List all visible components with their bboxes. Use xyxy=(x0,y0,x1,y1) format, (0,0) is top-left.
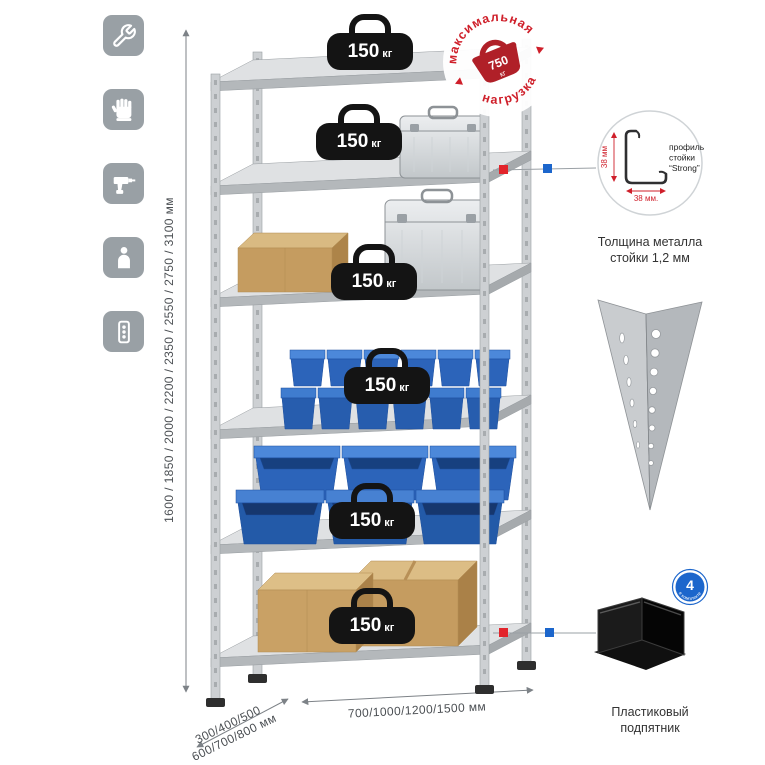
sidebar-icon-gloves xyxy=(103,89,144,130)
stamp-weight-handle xyxy=(479,39,507,56)
red-marker xyxy=(499,165,508,174)
sidebar-icon-person xyxy=(103,237,144,278)
load-value: 150 xyxy=(347,41,380,62)
aluminum-case xyxy=(399,105,487,179)
profile-caption: Толщина металла стойки 1,2 мм xyxy=(597,235,703,266)
stamp-unit: кг xyxy=(498,68,507,79)
weight-handle xyxy=(349,14,391,36)
blue-marker xyxy=(543,164,552,173)
callout-connectors xyxy=(492,164,597,637)
foot-caption: Пластиковый подпятник xyxy=(611,705,689,736)
profile-dim-vertical: 38 мм xyxy=(600,146,609,168)
height-dimension-label: 1600 / 1850 / 2000 / 2200 / 2350 / 2550 … xyxy=(162,197,176,523)
weight-handle xyxy=(338,104,380,126)
weight-handle xyxy=(351,588,393,610)
load-value: 150 xyxy=(349,510,382,531)
load-value: 150 xyxy=(351,271,384,292)
stamp-weight-body xyxy=(472,42,521,83)
feature-icon-column xyxy=(103,15,144,352)
perforated-corner-post xyxy=(597,299,703,511)
load-value: 150 xyxy=(349,615,382,636)
weight-handle xyxy=(351,483,393,505)
load-value: 150 xyxy=(364,375,397,396)
profile-label-2: стойки xyxy=(669,153,695,163)
load-value: 150 xyxy=(336,131,369,152)
plastic-foot xyxy=(475,685,494,694)
load-unit: кг xyxy=(382,48,393,60)
blue-marker xyxy=(545,628,554,637)
hardware-icon xyxy=(117,320,130,343)
work-glove-icon xyxy=(111,98,131,121)
load-unit: кг xyxy=(384,517,395,529)
profile-label-3: “Strong” xyxy=(669,163,700,173)
profile-detail-circle: 38 мм 38 мм. профиль стойки “Strong” xyxy=(597,110,705,216)
plastic-foot xyxy=(206,698,225,707)
wrench-icon xyxy=(112,23,136,47)
weight-handle xyxy=(366,348,408,370)
quantity-badge: 4 в комплекте xyxy=(671,568,709,606)
load-unit: кг xyxy=(384,622,395,634)
dimension-lines xyxy=(182,29,534,748)
badge-number: 4 xyxy=(686,577,694,593)
load-unit: кг xyxy=(399,382,410,394)
small-blue-bins xyxy=(280,349,511,430)
profile-cross-section xyxy=(624,129,668,185)
sidebar-icon-hardware xyxy=(103,311,144,352)
red-marker xyxy=(499,628,508,637)
person-icon xyxy=(117,246,130,268)
weight-handle xyxy=(353,244,395,266)
sidebar-icon-drill xyxy=(103,163,144,204)
load-unit: кг xyxy=(386,278,397,290)
shelving-rack xyxy=(206,38,536,707)
sidebar-icon-tools xyxy=(103,15,144,56)
profile-dim-horizontal: 38 мм. xyxy=(634,194,658,203)
profile-label-1: профиль xyxy=(669,142,705,152)
load-unit: кг xyxy=(371,138,382,150)
plastic-foot-detail xyxy=(594,597,686,670)
drill-icon xyxy=(113,176,135,194)
max-load-stamp: максимальная нагрузка 750 кг xyxy=(433,0,553,117)
